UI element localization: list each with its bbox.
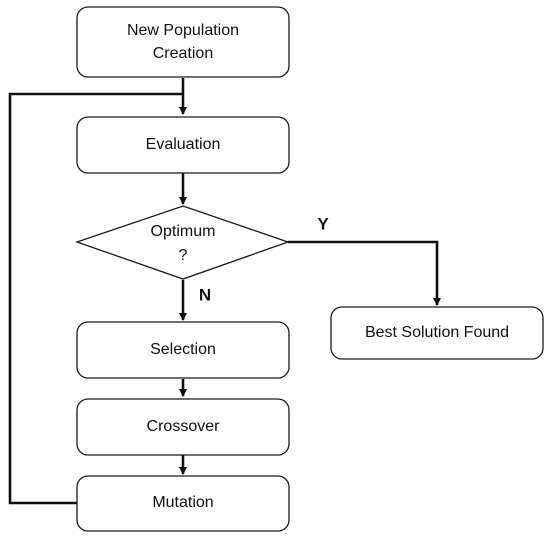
node-new-population-line2: Creation (153, 45, 213, 62)
node-new-population-line1: New Population (127, 22, 239, 39)
decision-optimum: Optimum ? (75, 205, 290, 280)
node-crossover: Crossover (76, 398, 290, 456)
decision-optimum-line2: ? (179, 247, 188, 264)
node-evaluation: Evaluation (76, 116, 290, 174)
node-best-solution-found: Best Solution Found (330, 306, 544, 360)
arrow-optimum-yes-to-best-solution (288, 240, 441, 306)
branch-label-no: N (199, 285, 211, 304)
node-selection: Selection (76, 321, 290, 379)
node-evaluation-label: Evaluation (146, 136, 221, 153)
decision-optimum-line1: Optimum (151, 223, 216, 240)
node-selection-label: Selection (150, 341, 216, 358)
node-best-solution-label: Best Solution Found (365, 324, 509, 341)
node-new-population-creation: New Population Creation (76, 6, 290, 78)
node-crossover-label: Crossover (147, 418, 221, 435)
node-mutation-label: Mutation (152, 494, 213, 511)
arrow-mutation-loop-back (8, 92, 183, 505)
branch-label-yes: Y (317, 214, 329, 233)
node-mutation: Mutation (76, 475, 290, 532)
